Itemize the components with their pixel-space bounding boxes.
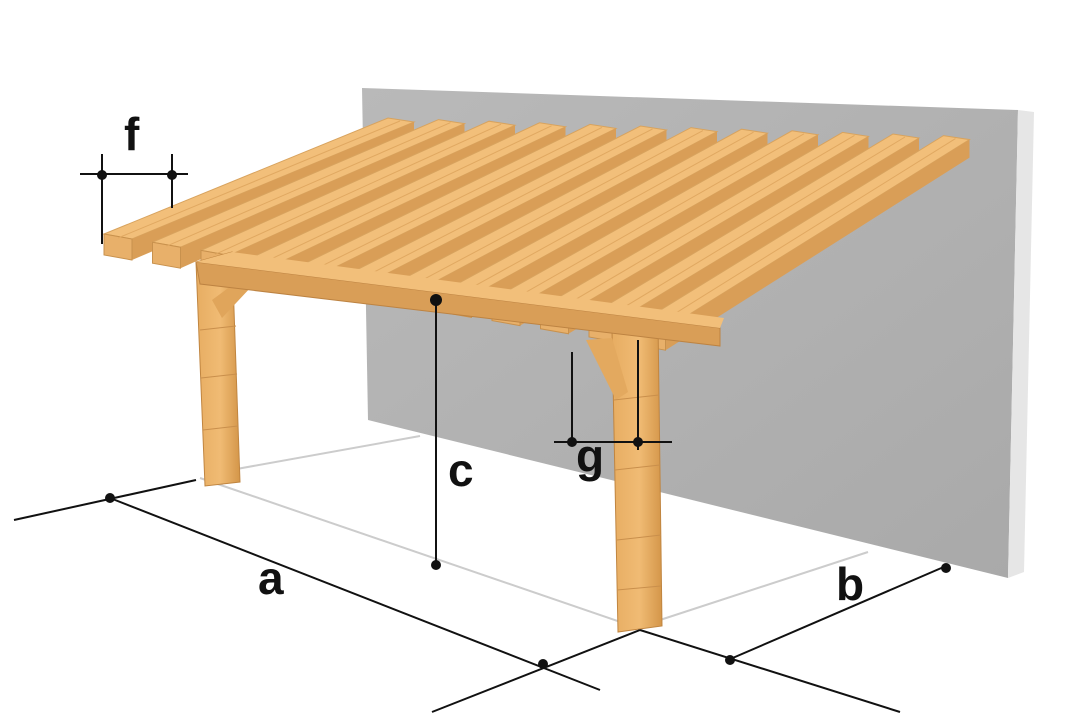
rafter-grain — [554, 134, 855, 313]
rafter-grain — [505, 133, 805, 305]
rafter-grain — [117, 120, 401, 239]
rafter-grain — [311, 126, 603, 272]
dimension-dots — [97, 170, 951, 669]
rafter-end — [152, 241, 181, 269]
rafter-grain — [263, 125, 552, 264]
rafter-grain — [602, 136, 906, 321]
rafter-grain — [651, 138, 956, 329]
rafter-grain — [457, 131, 754, 296]
rafter-end — [103, 233, 133, 261]
rafter-side — [665, 139, 970, 351]
rafter-grain — [214, 123, 502, 255]
front-beam — [195, 252, 724, 347]
rafter-grain — [166, 122, 451, 247]
wall-edge — [1008, 110, 1034, 578]
roof-structure — [102, 117, 971, 351]
front-beam-top — [196, 252, 724, 328]
rafter-grain — [360, 128, 653, 280]
dimension-label-g: g — [576, 430, 604, 482]
dimension-label-b: b — [836, 558, 864, 610]
dimension-label-f: f — [124, 108, 140, 160]
rafter-grain — [408, 130, 704, 288]
dimension-label-a: a — [258, 552, 284, 604]
front-beam-face — [195, 261, 721, 347]
ground-footprint — [199, 435, 869, 629]
dimension-label-c: c — [448, 444, 474, 496]
